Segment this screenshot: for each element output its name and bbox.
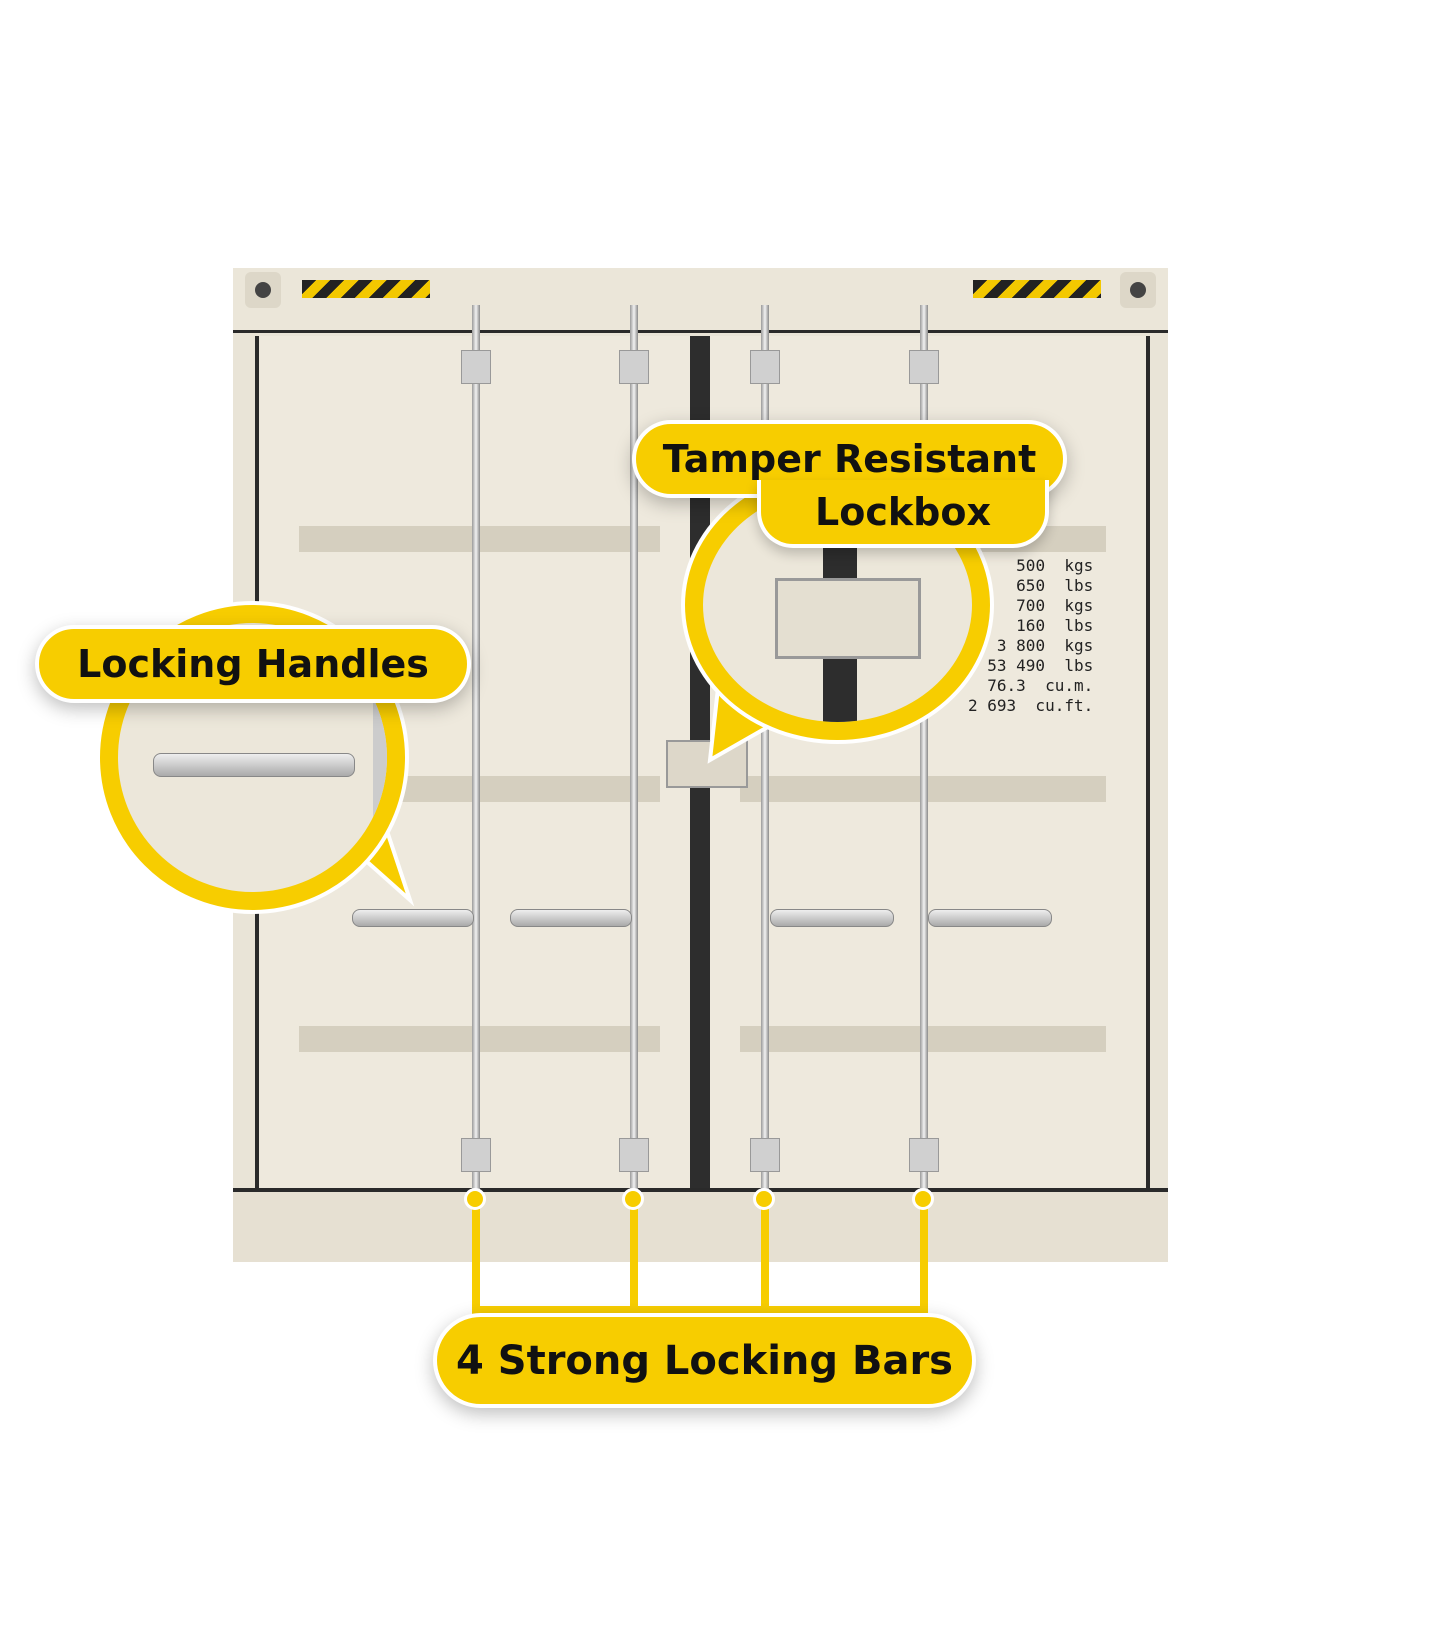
bar-bracket <box>909 350 939 384</box>
lockbox-callout-line2: Lockbox <box>757 480 1049 548</box>
locking-bar <box>761 305 769 1205</box>
callout-label: Tamper Resistant <box>662 437 1037 481</box>
spec-line: 3 800 kgs <box>996 636 1094 655</box>
locking-bar <box>630 305 638 1205</box>
locking-bars-callout: 4 Strong Locking Bars <box>433 1313 976 1408</box>
callout-dot <box>464 1188 486 1210</box>
callout-label: Lockbox <box>815 490 991 534</box>
bar-bracket <box>750 350 780 384</box>
locking-bar <box>472 305 480 1205</box>
callout-line <box>761 1200 769 1314</box>
callout-line <box>472 1306 928 1314</box>
callout-dot <box>622 1188 644 1210</box>
locking-handle-closeup <box>153 753 355 777</box>
spec-line: 700 kgs <box>1016 596 1094 615</box>
callout-line <box>630 1200 638 1314</box>
bar-bracket <box>619 1138 649 1172</box>
spec-line: 500 kgs <box>1016 556 1094 575</box>
hazard-stripe-left <box>302 280 430 298</box>
bar-bracket <box>750 1138 780 1172</box>
spec-line: 2 693 cu.ft. <box>968 696 1094 715</box>
locking-handle[interactable] <box>352 909 474 927</box>
callout-dot <box>912 1188 934 1210</box>
callout-line <box>920 1200 928 1314</box>
spec-line: 160 lbs <box>1016 616 1094 635</box>
callout-dot <box>753 1188 775 1210</box>
spec-line: 53 490 lbs <box>987 656 1094 675</box>
top-beam <box>233 268 1168 333</box>
bar-bracket <box>461 350 491 384</box>
bottom-beam <box>233 1188 1168 1262</box>
callout-label: Locking Handles <box>77 642 429 686</box>
callout-line <box>472 1200 480 1314</box>
locking-bar <box>920 305 928 1205</box>
locking-handles-callout: Locking Handles <box>35 625 471 703</box>
spec-line: 650 lbs <box>1016 576 1094 595</box>
locking-handle[interactable] <box>928 909 1052 927</box>
locking-bar-closeup <box>373 703 387 892</box>
locking-handle[interactable] <box>770 909 894 927</box>
bar-bracket <box>619 350 649 384</box>
hazard-stripe-right <box>973 280 1101 298</box>
bar-bracket <box>909 1138 939 1172</box>
locking-handle[interactable] <box>510 909 632 927</box>
corner-casting <box>1120 272 1156 308</box>
lockbox-closeup <box>775 578 921 659</box>
spec-line: 76.3 cu.m. <box>987 676 1094 695</box>
corner-casting <box>245 272 281 308</box>
callout-label: 4 Strong Locking Bars <box>456 1337 953 1384</box>
bar-bracket <box>461 1138 491 1172</box>
